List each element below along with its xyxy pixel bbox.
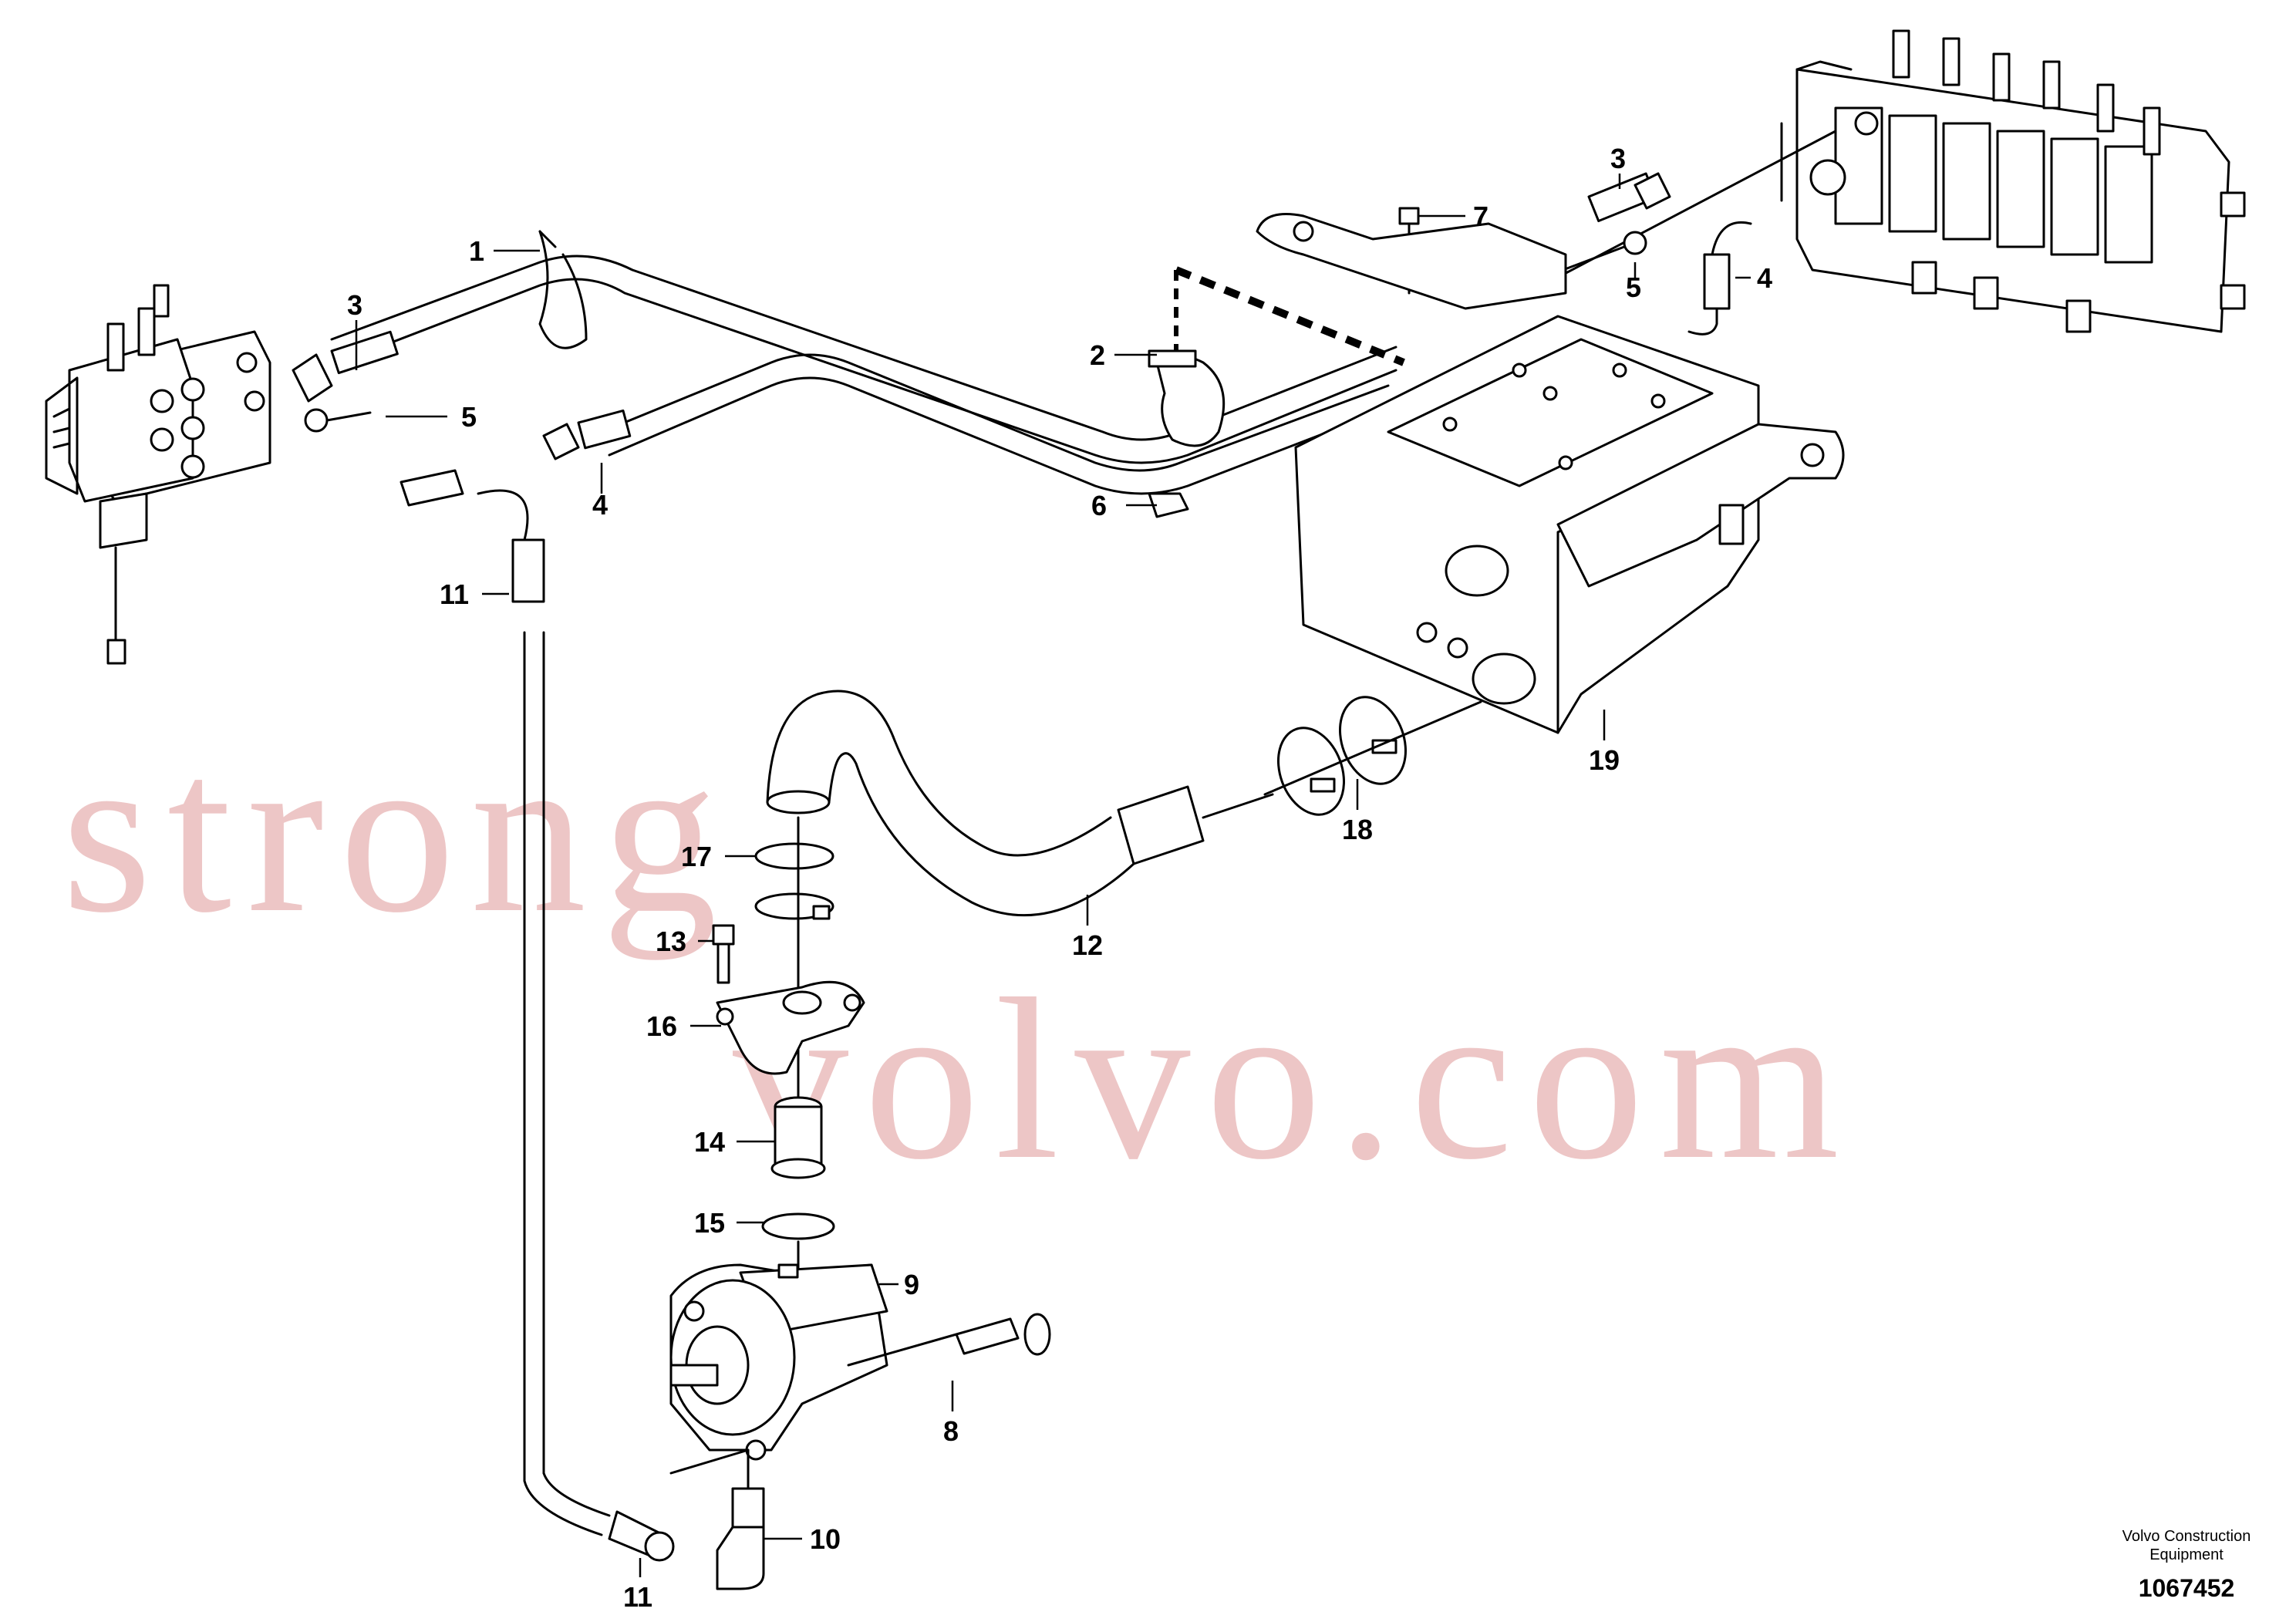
flange-16 [716,980,865,1075]
drawing-number: 1067452 [2139,1574,2235,1602]
callout-7: 7 [1473,201,1489,232]
callout-3-right: 3 [1610,143,1626,174]
callout-2: 2 [1090,339,1105,371]
callout-12: 12 [1072,929,1103,961]
o-ring-15 [761,1212,835,1240]
tank-box-19 [1256,213,1845,734]
main-control-valve [1541,29,2246,333]
callout-6: 6 [1091,490,1107,521]
brand-name-line1: Volvo Construction [2122,1528,2251,1545]
fitting-4-left [542,409,632,460]
tube-11 [400,469,675,1562]
bolt-8 [955,1313,1051,1356]
callout-13: 13 [656,926,686,957]
callout-4-left: 4 [592,489,608,521]
nut-6 [1148,492,1189,518]
watermark-line1: strong [62,704,733,961]
fitting-4-right [1687,221,1752,336]
hose-12 [766,690,1274,917]
pump-9 [669,1263,958,1475]
title-block: Volvo Construction Equipment 1067452 [2122,1528,2251,1602]
callout-5-right: 5 [1626,271,1641,303]
watermark-line2: volvo.com [733,951,1855,1207]
callout-3-left: 3 [347,289,362,321]
fitting-5-left [304,408,372,433]
callout-11-lower: 11 [623,1581,652,1613]
callout-10: 10 [810,1523,841,1555]
clamp-18 [1263,696,1482,816]
clamp-17 [754,816,834,1104]
callout-1: 1 [469,235,484,267]
callout-4-right: 4 [1757,262,1772,294]
callout-16: 16 [646,1010,677,1042]
bolt-13 [712,924,735,984]
brand-name-line2: Equipment [2149,1546,2224,1563]
adapter-14 [770,1096,826,1179]
callout-17: 17 [681,841,712,872]
callout-5-left: 5 [461,401,477,433]
clamp-2 [1148,349,1226,447]
elbow-10 [716,1448,765,1590]
callout-leaders [355,174,1751,1577]
callout-labels: 1 2 3 3 4 4 5 5 6 7 8 9 10 11 11 12 13 1… [347,143,1772,1613]
callout-19: 19 [1589,744,1620,776]
callout-11-upper: 11 [440,578,469,610]
callout-8: 8 [943,1415,959,1447]
hydraulic-tubes-upper [330,255,1405,495]
callout-18: 18 [1342,814,1373,845]
fitting-3-right [1587,172,1671,223]
callout-15: 15 [694,1207,725,1239]
left-control-valve [45,284,271,665]
clamp-1 [538,230,588,349]
callout-9: 9 [904,1269,919,1300]
callout-14: 14 [694,1126,725,1158]
fitting-3-left [292,330,399,403]
